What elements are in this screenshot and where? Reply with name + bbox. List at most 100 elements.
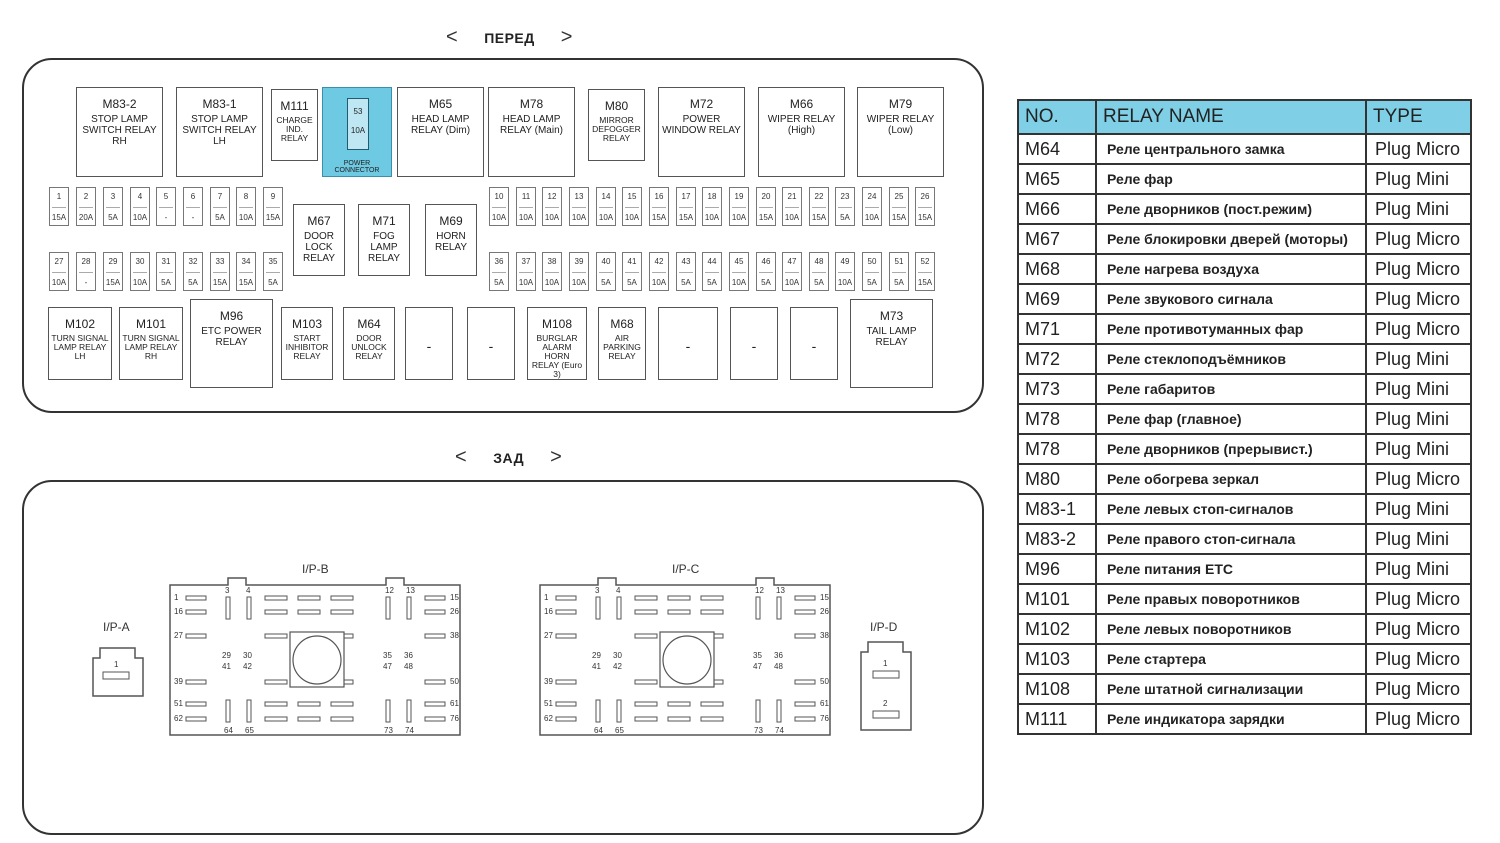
fuse-6[interactable]: 6- <box>183 187 203 226</box>
relay-m83-2[interactable]: M83-2 STOP LAMP SWITCH RELAY RH <box>76 87 163 177</box>
table-cell-type: Plug Mini <box>1365 343 1472 375</box>
fuse-amperage: - <box>84 278 88 287</box>
relay-m96[interactable]: M96 ETC POWER RELAY <box>190 299 273 388</box>
relay-m111[interactable]: M111 CHARGE IND. RELAY <box>271 89 318 161</box>
relay-m67[interactable]: M67 DOOR LOCK RELAY <box>293 204 345 276</box>
relay-m79[interactable]: M79 WIPER RELAY (Low) <box>857 87 944 177</box>
relay-m101[interactable]: M101 TURN SIGNAL LAMP RELAY RH <box>119 307 183 380</box>
relay-id: M72 <box>689 97 714 111</box>
power-connector[interactable]: 53 10A POWER CONNECTOR <box>322 87 392 177</box>
relay-m103[interactable]: M103 START INHIBITOR RELAY <box>281 307 333 380</box>
relay-empty-3[interactable]: - <box>658 307 718 380</box>
table-cell-name: Реле нагрева воздуха <box>1095 253 1367 285</box>
relay-m83-1[interactable]: M83-1 STOP LAMP SWITCH RELAY LH <box>176 87 263 177</box>
fuse-amperage: 5A <box>494 278 504 287</box>
prev-arrow[interactable]: < <box>446 26 459 48</box>
relay-empty-4[interactable]: - <box>730 307 778 380</box>
relay-m69[interactable]: M69 HORN RELAY <box>425 204 477 276</box>
relay-empty-2[interactable]: - <box>467 307 515 380</box>
relay-name: START INHIBITOR RELAY <box>285 333 329 361</box>
relay-empty-1[interactable]: - <box>405 307 453 380</box>
relay-m73[interactable]: M73 TAIL LAMP RELAY <box>850 299 933 388</box>
fuse-divider <box>679 272 693 273</box>
relay-m72[interactable]: M72 POWER WINDOW RELAY <box>658 87 745 177</box>
relay-m102[interactable]: M102 TURN SIGNAL LAMP RELAY LH <box>48 307 112 380</box>
ipd-connector[interactable]: 1 2 <box>860 641 912 731</box>
fuse-amperage: 10A <box>518 213 534 222</box>
next-arrow[interactable]: > <box>550 446 563 468</box>
relay-empty-5[interactable]: - <box>790 307 838 380</box>
pin-label: 62 <box>544 714 553 723</box>
pin-label: 51 <box>174 699 183 708</box>
prev-arrow[interactable]: < <box>455 446 468 468</box>
relay-m65[interactable]: M65 HEAD LAMP RELAY (Dim) <box>397 87 484 177</box>
relay-m68[interactable]: M68 AIR PARKING RELAY <box>598 307 646 380</box>
next-arrow[interactable]: > <box>560 26 573 48</box>
fuse-5[interactable]: 5- <box>156 187 176 226</box>
ipa-connector[interactable]: 1 <box>92 647 144 697</box>
fuse-28[interactable]: 28- <box>76 252 96 291</box>
relay-m108[interactable]: M108 BURGLAR ALARM HORN RELAY (Euro 3) <box>527 307 587 380</box>
relay-m71[interactable]: M71 FOG LAMP RELAY <box>358 204 410 276</box>
table-cell-type: Plug Micro <box>1365 613 1472 645</box>
relay-m80[interactable]: M80 MIRROR DEFOGGER RELAY <box>588 89 645 161</box>
relay-m64[interactable]: M64 DOOR UNLOCK RELAY <box>343 307 395 380</box>
fuse-amperage: 15A <box>678 213 694 222</box>
relay-m78[interactable]: M78 HEAD LAMP RELAY (Main) <box>488 87 575 177</box>
relay-m66[interactable]: M66 WIPER RELAY (High) <box>758 87 845 177</box>
